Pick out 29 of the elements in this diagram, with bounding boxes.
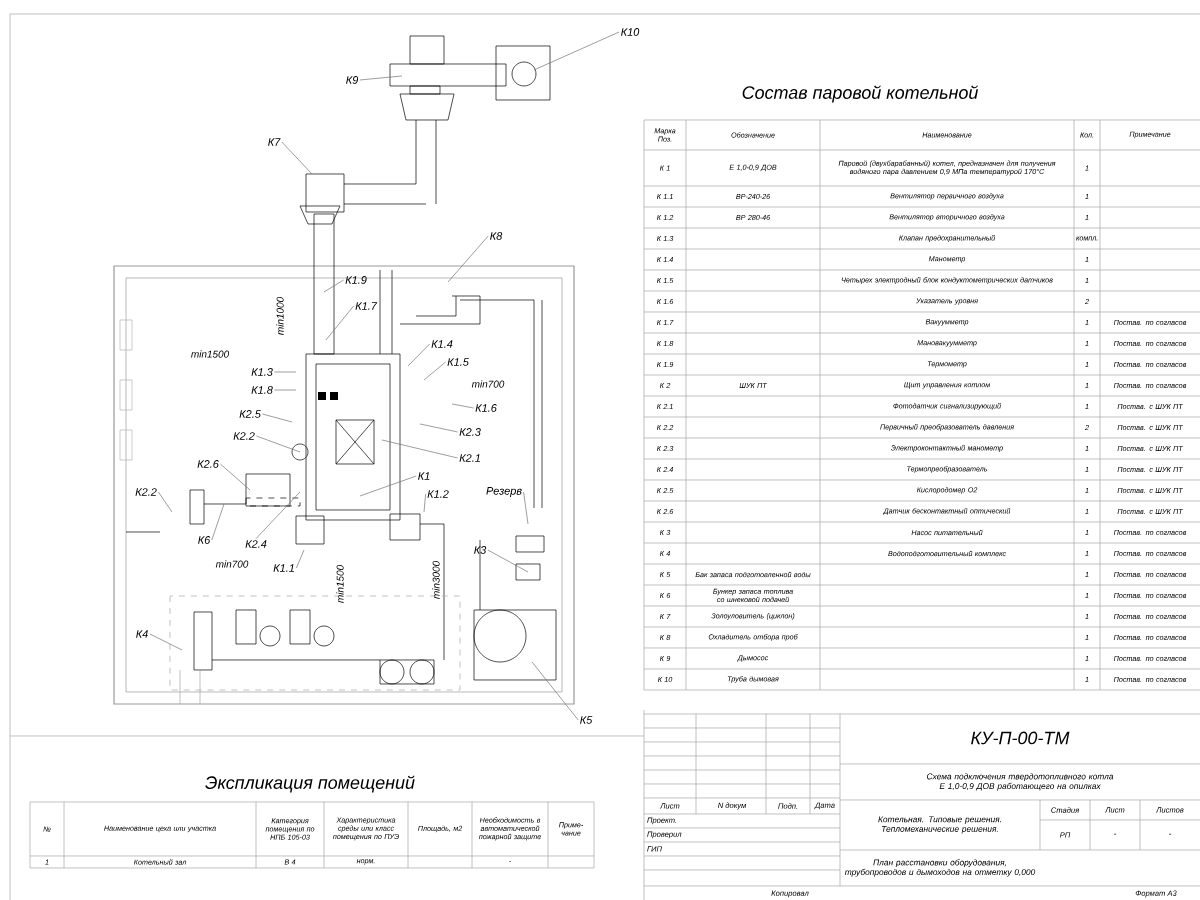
leader-line: [211, 503, 225, 541]
leader-line: [323, 279, 344, 293]
table-title: Экспликация помещений: [205, 775, 415, 793]
leader-line: [325, 305, 354, 341]
leader-line: [262, 413, 293, 423]
table-title: Состав паровой котельной: [742, 85, 978, 103]
leader-line: [523, 491, 529, 525]
leader-line: [255, 491, 301, 539]
leader-line: [256, 435, 301, 453]
leader-line: [531, 661, 579, 721]
leader-line: [407, 343, 430, 367]
leader-line: [296, 549, 305, 569]
leader-line: [281, 141, 313, 175]
leader-line: [359, 475, 417, 497]
leader-line: [158, 491, 173, 513]
leader-line: [423, 493, 426, 513]
leader-line: [149, 633, 183, 651]
leader-line: [451, 403, 474, 409]
leader-line: [447, 235, 489, 283]
leader-line: [487, 549, 529, 573]
leader-line: [419, 423, 458, 433]
leader-line: [533, 31, 620, 71]
leader-line: [381, 439, 458, 459]
leader-line: [220, 463, 251, 491]
leader-line: [423, 361, 446, 381]
leader-line: [274, 389, 297, 391]
title-block-text: КУ-П-00-ТМ: [971, 731, 1070, 745]
leader-line: [359, 75, 403, 81]
leader-line: [274, 371, 297, 373]
